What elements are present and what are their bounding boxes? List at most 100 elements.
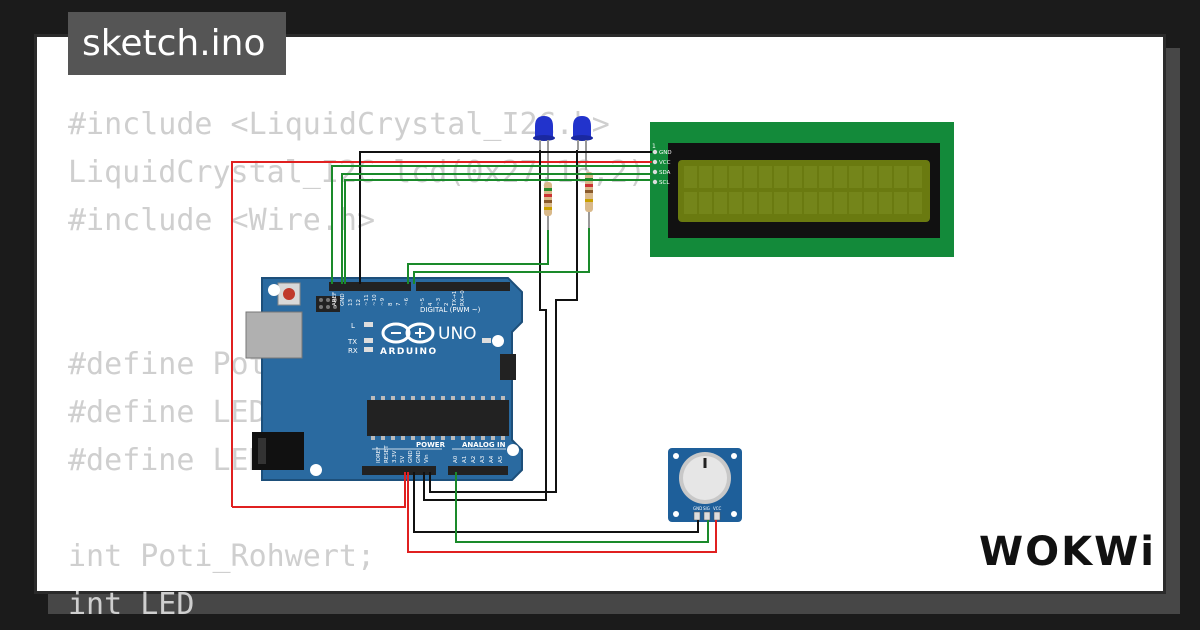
- pot-pin-label: SIG: [703, 506, 710, 511]
- lcd-char-cell: [849, 192, 862, 214]
- chip-pin: [441, 436, 445, 440]
- board-model: UNO: [438, 324, 477, 344]
- chip-pin: [421, 396, 425, 400]
- lcd-char-cell: [864, 192, 877, 214]
- led-label-on: ON: [493, 338, 504, 346]
- code-line: #define LED: [68, 443, 267, 478]
- digital-pin-label: ~10: [372, 294, 378, 306]
- analog-pin-label: A4: [489, 455, 495, 463]
- code-line: #define LED: [68, 395, 267, 430]
- usb-port: [245, 311, 303, 359]
- code-preview: #include <LiquidCrystal_I2C.h>LiquidCrys…: [68, 101, 664, 629]
- digital-pin-label: ~9: [380, 297, 386, 306]
- digital-pin-label: AREF: [332, 292, 338, 306]
- chip-pin: [461, 436, 465, 440]
- chip-pin: [381, 396, 385, 400]
- resistor-1[interactable]: [544, 182, 552, 230]
- digital-pin-label: 12: [356, 299, 362, 306]
- lcd-char-cell: [729, 166, 742, 188]
- chip-pin: [431, 396, 435, 400]
- led-on: [482, 338, 491, 343]
- chip-pin: [381, 436, 385, 440]
- lcd-char-cell: [834, 166, 847, 188]
- digital-pin-label: TX→1: [452, 291, 458, 307]
- analog-pin-label: A1: [462, 456, 468, 463]
- digital-pin-label: ~11: [364, 294, 370, 306]
- digital-pin-label: 4: [428, 302, 434, 306]
- chip-pin: [491, 396, 495, 400]
- lcd-pin-label: GND: [659, 150, 672, 156]
- lcd-char-cell: [759, 166, 772, 188]
- lcd-char-cell: [684, 166, 697, 188]
- pot-pin[interactable]: [703, 511, 711, 521]
- pot-pin[interactable]: [713, 511, 721, 521]
- pot-pin-label: VCC: [713, 506, 722, 511]
- lcd-char-cell: [774, 192, 787, 214]
- code-line: LiquidCrystal_I2C lcd(0x27,16,2);: [68, 155, 665, 190]
- chip-pin: [481, 436, 485, 440]
- digital-header-label: DIGITAL (PWM ~): [420, 306, 481, 314]
- chip-pin: [481, 396, 485, 400]
- chip-pin: [461, 396, 465, 400]
- digital-pin-label: 2: [444, 303, 450, 307]
- lcd-char-cell: [684, 192, 697, 214]
- code-line: int LED: [68, 587, 195, 622]
- led-label-l: L: [351, 322, 355, 330]
- power-pin-label: 3.3V: [392, 450, 398, 463]
- file-tab-sketch[interactable]: sketch.ino: [68, 12, 286, 75]
- lcd-char-cell: [714, 166, 727, 188]
- digital-pin-label: ~6: [404, 297, 410, 306]
- lcd-char-cell: [744, 192, 757, 214]
- lcd-pin-one: 1: [652, 143, 656, 150]
- lcd-pin[interactable]: [652, 179, 658, 185]
- lcd-char-cell: [804, 166, 817, 188]
- digital-pin-label: 7: [396, 302, 402, 306]
- chip-pin: [471, 436, 475, 440]
- lcd-pin[interactable]: [652, 169, 658, 175]
- analog-pin-label: A3: [480, 455, 486, 463]
- chip-pin: [431, 436, 435, 440]
- chip-pin: [421, 436, 425, 440]
- chip-pin: [501, 436, 505, 440]
- lcd-pin-label: VCC: [659, 160, 671, 166]
- chip-pin: [451, 396, 455, 400]
- pot-pin[interactable]: [693, 511, 701, 521]
- lcd-pin[interactable]: [652, 159, 658, 165]
- digital-pin-label: RX←0: [460, 290, 466, 306]
- project-card: [34, 34, 1166, 594]
- power-pin-label: RESET: [384, 445, 390, 463]
- chip-pin: [491, 436, 495, 440]
- lcd-char-cell: [819, 192, 832, 214]
- pot-pin-label: GND: [693, 506, 702, 511]
- power-pin-label: GND: [416, 450, 422, 463]
- led-rx: [364, 347, 373, 352]
- blue-led-1[interactable]: [533, 116, 555, 180]
- lcd-char-cell: [909, 192, 922, 214]
- wokwi-logo-text: WOKWi: [979, 529, 1151, 575]
- lcd-char-cell: [699, 192, 712, 214]
- lcd-char-cell: [774, 166, 787, 188]
- lcd-char-cell: [834, 192, 847, 214]
- digital-pin-label: GND: [340, 293, 346, 306]
- lcd-pin[interactable]: [652, 149, 658, 155]
- lcd-char-cell: [789, 192, 802, 214]
- lcd-char-cell: [729, 192, 742, 214]
- chip-pin: [371, 396, 375, 400]
- code-line: #include <Wire.h>: [68, 203, 376, 238]
- atmega-chip: [367, 400, 509, 436]
- chip-pin: [411, 436, 415, 440]
- board-brand: ARDUINO: [380, 347, 438, 357]
- chip-pin: [411, 396, 415, 400]
- led-l: [364, 322, 373, 327]
- lcd-char-cell: [744, 166, 757, 188]
- analog-pin-label: A0: [453, 455, 459, 463]
- lcd-char-cell: [699, 166, 712, 188]
- lcd-char-cell: [894, 192, 907, 214]
- wires: [231, 150, 717, 553]
- lcd-char-cell: [849, 166, 862, 188]
- led-tx: [364, 338, 373, 343]
